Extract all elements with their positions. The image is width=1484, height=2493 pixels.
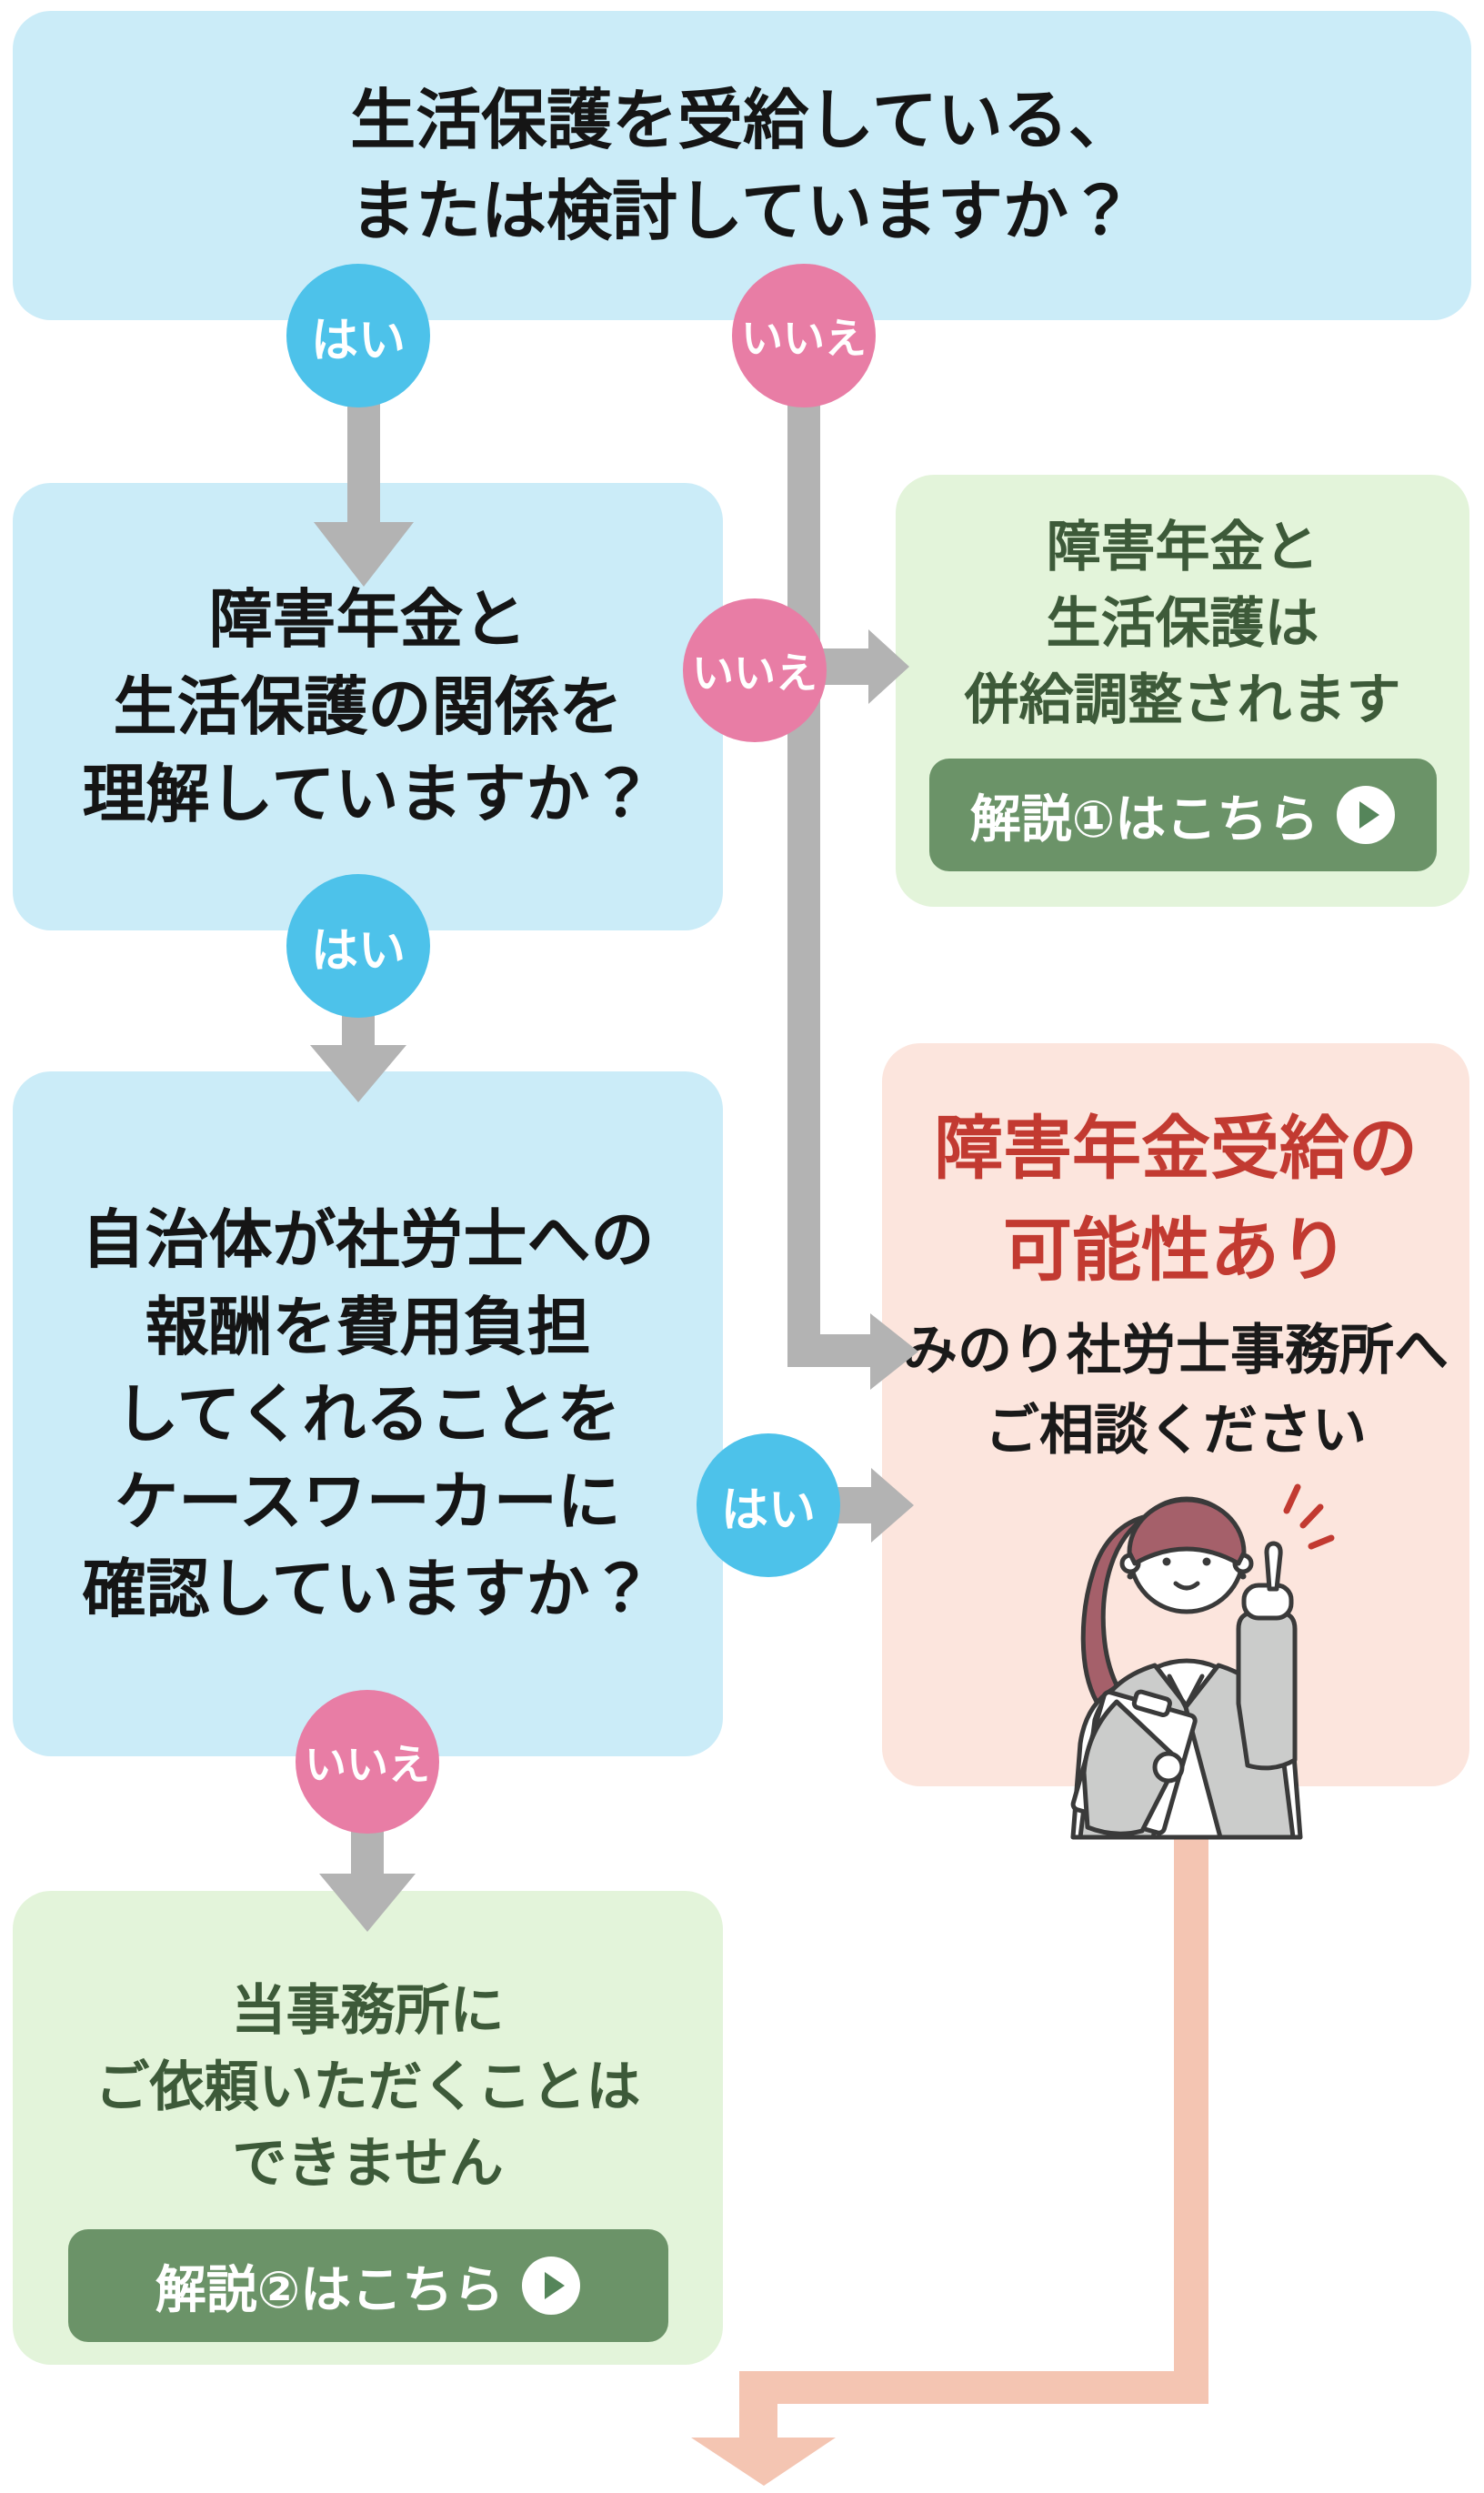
question-box-2: 障害年金と 生活保護の関係を 理解していますか？ bbox=[13, 483, 723, 930]
play-circle-icon bbox=[522, 2257, 581, 2315]
result-reject-text: 当事務所に ご依頼いただくことは できません bbox=[95, 1979, 641, 2196]
chip-no-1: いいえ bbox=[732, 264, 876, 407]
chip-no-2-label: いいえ bbox=[692, 648, 817, 698]
result-possible-title: 障害年金受給の 可能性あり bbox=[934, 1108, 1418, 1291]
result-possible-box: 障害年金受給の 可能性あり みのり社労士事務所へ ご相談ください bbox=[882, 1043, 1469, 1786]
question-box-3: 自治体が社労士への 報酬を費用負担 してくれることを ケースワーカーに 確認して… bbox=[13, 1071, 723, 1756]
chip-yes-3: はい bbox=[697, 1433, 840, 1577]
chip-yes-2: はい bbox=[286, 874, 430, 1018]
result-possible-subtitle: みのり社労士事務所へ ご相談ください bbox=[903, 1319, 1449, 1463]
question-3-text: 自治体が社労士への 報酬を費用負担 してくれることを ケースワーカーに 確認して… bbox=[81, 1201, 655, 1626]
explanation-1-label: 解説①はこちら bbox=[969, 789, 1319, 849]
explanation-2-label: 解説②はこちら bbox=[155, 2260, 505, 2320]
chip-yes-3-label: はい bbox=[720, 1483, 816, 1538]
question-box-1: 生活保護を受給している、 または検討していますか？ bbox=[13, 11, 1471, 320]
chip-yes-2-label: はい bbox=[310, 923, 406, 979]
result-adjustment-box: 障害年金と 生活保護は 併給調整されます 解説①はこちら bbox=[896, 475, 1469, 907]
result-reject-box: 当事務所に ご依頼いただくことは できません 解説②はこちら bbox=[13, 1891, 723, 2365]
continue-flow-arrow bbox=[691, 1819, 1208, 2486]
explanation-1-button[interactable]: 解説①はこちら bbox=[928, 759, 1437, 871]
explanation-2-button[interactable]: 解説②はこちら bbox=[67, 2229, 668, 2342]
question-1-text: 生活保護を受給している、 または検討していますか？ bbox=[350, 82, 1134, 249]
chip-no-1-label: いいえ bbox=[741, 314, 867, 363]
chip-no-3: いいえ bbox=[296, 1690, 439, 1834]
play-circle-icon bbox=[1337, 786, 1396, 844]
chip-no-2: いいえ bbox=[683, 598, 827, 742]
chip-yes-1: はい bbox=[286, 264, 430, 407]
question-2-text: 障害年金と 生活保護の関係を 理解していますか？ bbox=[82, 582, 654, 831]
result-adjustment-text: 障害年金と 生活保護は 併給調整されます bbox=[964, 516, 1401, 732]
chip-yes-1-label: はい bbox=[310, 313, 406, 368]
chip-no-3-label: いいえ bbox=[305, 1740, 430, 1789]
